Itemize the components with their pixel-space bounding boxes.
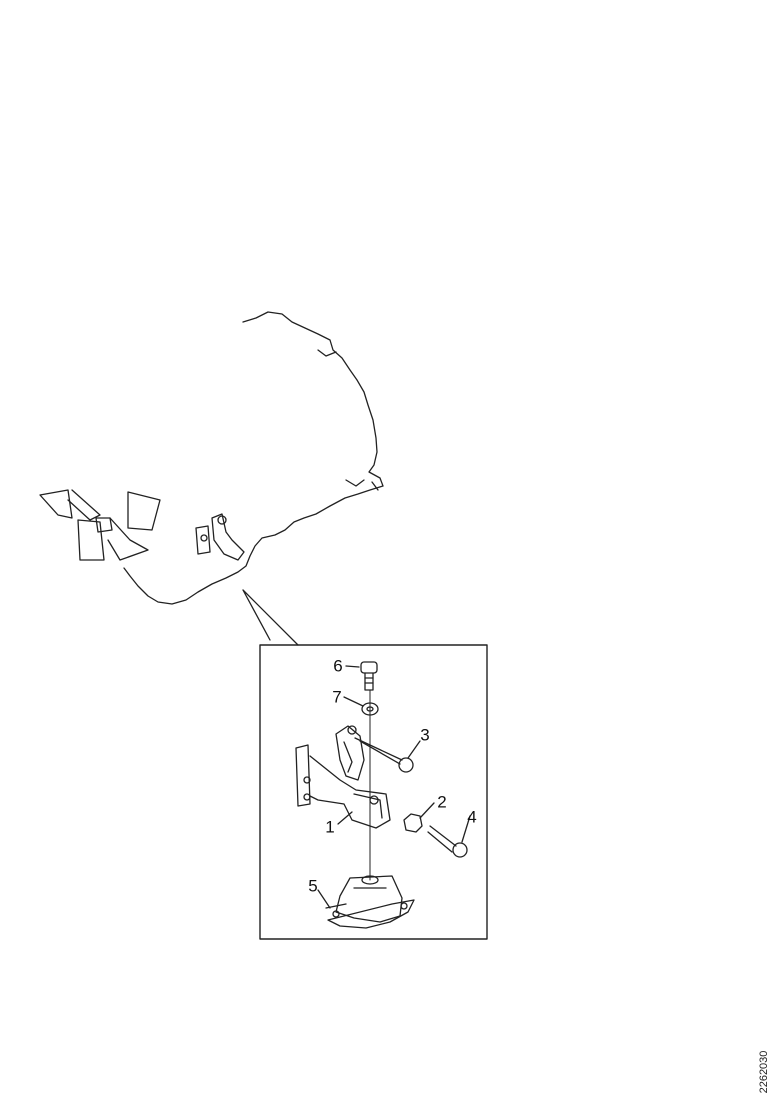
engine-detail bbox=[317, 349, 379, 491]
bolt-icon bbox=[360, 661, 378, 691]
leader-line bbox=[345, 665, 360, 668]
leader-line bbox=[419, 802, 435, 819]
callout-5: 5 bbox=[308, 876, 318, 896]
leader-line bbox=[337, 811, 353, 825]
leader-line bbox=[407, 740, 421, 759]
leader-line bbox=[317, 889, 331, 909]
callout-6: 6 bbox=[333, 656, 343, 676]
rubber-mount-icon bbox=[325, 875, 415, 929]
leader-line bbox=[461, 815, 471, 843]
bolt-icon bbox=[427, 825, 468, 858]
bracket-location-icon bbox=[195, 513, 245, 561]
engine-outline bbox=[123, 311, 384, 605]
callout-7: 7 bbox=[332, 687, 342, 707]
detail-pointer bbox=[242, 589, 299, 646]
callout-1: 1 bbox=[325, 817, 335, 837]
drawing-number: 2262030 bbox=[758, 1050, 770, 1094]
nut-icon bbox=[403, 813, 423, 833]
leader-line bbox=[343, 696, 364, 707]
detail-frame bbox=[259, 644, 488, 940]
fan-icon bbox=[39, 489, 161, 561]
callout-2: 2 bbox=[437, 792, 447, 812]
washer-icon bbox=[361, 702, 379, 716]
bracket-icon bbox=[295, 725, 391, 829]
bolt-icon bbox=[354, 737, 414, 773]
callout-4: 4 bbox=[467, 807, 477, 827]
callout-3: 3 bbox=[420, 725, 430, 745]
